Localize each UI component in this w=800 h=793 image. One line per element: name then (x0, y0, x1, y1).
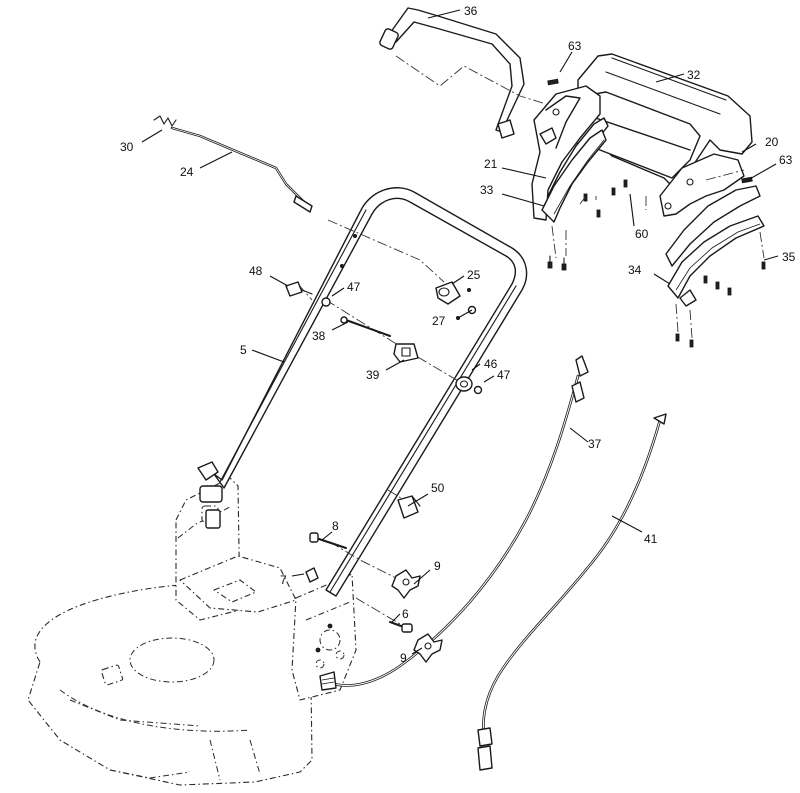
callout-39: 39 (366, 368, 380, 382)
callout-8: 8 (332, 519, 339, 533)
screws (547, 78, 766, 348)
callout-6: 6 (402, 607, 409, 621)
mower-deck-ghost (27, 583, 313, 786)
callout-30: 30 (120, 140, 134, 154)
upper-handle (213, 187, 528, 597)
callout-25: 25 (467, 268, 481, 282)
control-rod (153, 115, 313, 213)
callout-41: 41 (644, 532, 658, 546)
callout-37: 37 (588, 437, 602, 451)
callout-9-upper: 9 (434, 559, 441, 573)
cable-41 (477, 413, 667, 771)
callout-5: 5 (240, 343, 247, 357)
callout-63-right: 63 (779, 153, 793, 167)
callout-24: 24 (180, 165, 194, 179)
callout-33: 33 (480, 183, 494, 197)
callout-20: 20 (765, 135, 779, 149)
callout-63-top: 63 (568, 39, 582, 53)
callout-47-lower: 47 (497, 368, 511, 382)
callout-50: 50 (431, 481, 445, 495)
callout-48: 48 (249, 264, 263, 278)
callout-labels: 36 63 32 30 24 21 20 63 33 60 35 48 47 2… (120, 4, 796, 665)
control-bar (379, 7, 525, 139)
callout-21: 21 (484, 157, 498, 171)
callout-47-upper: 47 (347, 280, 361, 294)
callout-36: 36 (464, 4, 478, 18)
leader-lines (141, 9, 779, 655)
cable-37 (319, 355, 589, 691)
callout-7: 7 (280, 573, 287, 587)
console-housing (531, 53, 753, 221)
callout-32: 32 (687, 68, 701, 82)
handle-pivot-left (197, 461, 223, 529)
callout-38: 38 (312, 329, 326, 343)
hardware (285, 281, 483, 663)
callout-46: 46 (484, 357, 498, 371)
callout-35: 35 (782, 250, 796, 264)
lever-guide-right (665, 185, 765, 307)
callout-34: 34 (628, 263, 642, 277)
callout-9-lower: 9 (400, 651, 407, 665)
callout-27: 27 (432, 314, 446, 328)
callout-60: 60 (635, 227, 649, 241)
handle-brackets-ghost (175, 477, 357, 701)
lever-guide-left (541, 117, 609, 223)
